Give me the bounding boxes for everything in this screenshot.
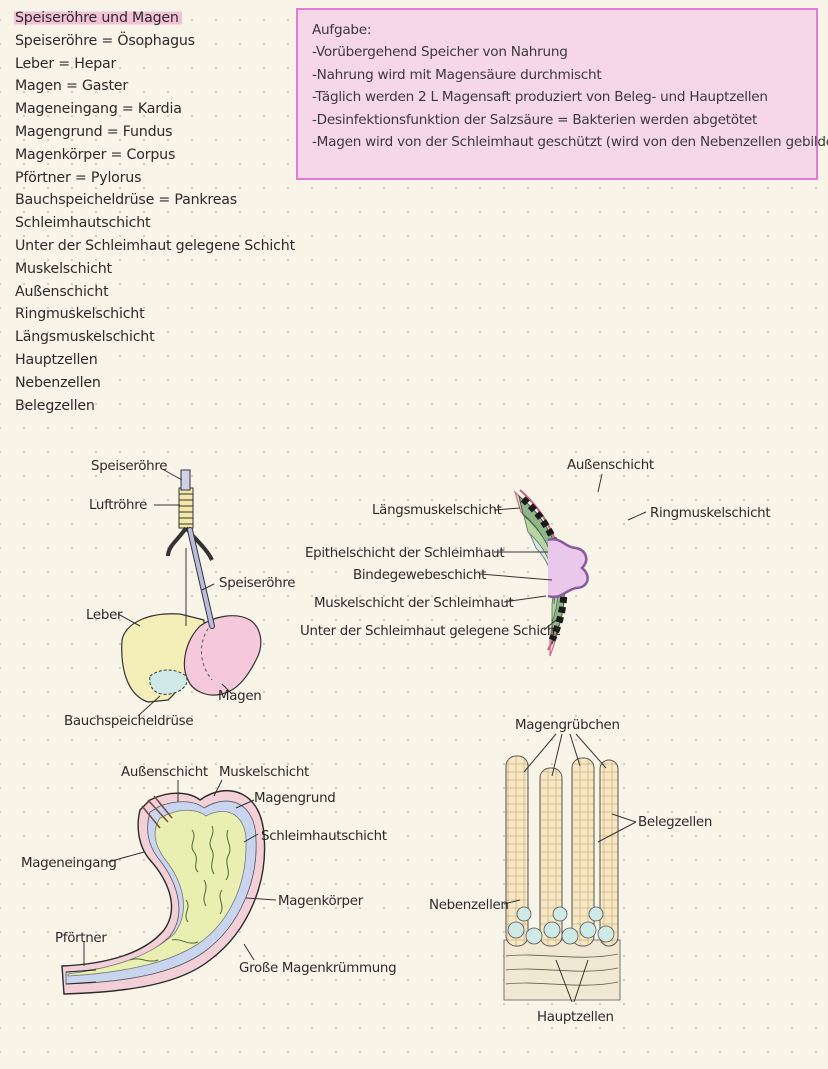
vocabulary-list: Speiseröhre und Magen Speiseröhre = Ösop…: [14, 7, 295, 417]
organs-label: Speiseröhre: [91, 459, 167, 474]
wall-label: Ringmuskelschicht: [650, 506, 770, 521]
vocab-item: Nebenzellen: [15, 374, 101, 391]
vocab-heading: Speiseröhre und Magen: [14, 7, 295, 30]
leader-lines: [479, 473, 647, 631]
gland-column: [599, 759, 619, 947]
task-point: -Vorübergehend Speicher von Nahrung: [312, 44, 568, 61]
cells-label: Magengrübchen: [515, 718, 620, 733]
stomach-shape: [183, 615, 262, 696]
pancreas-shape: [149, 669, 188, 695]
vocab-item: Bauchspeicheldrüse = Pankreas: [15, 192, 237, 209]
vocab-item: Muskelschicht: [15, 260, 112, 277]
esophagus-top: [180, 469, 191, 491]
wall-label: Bindegewebeschicht: [353, 568, 486, 583]
wall-diagram: Außenschicht Längsmuskelschicht Ringmusk…: [300, 458, 771, 657]
wall-epithelium: [547, 537, 589, 599]
vocab-item: Belegzellen: [15, 397, 95, 414]
wall-label: Außenschicht: [567, 458, 654, 473]
cells-label: Nebenzellen: [429, 898, 509, 913]
chief-cells: [507, 906, 615, 945]
task-box: Aufgabe: -Vorübergehend Speicher von Nah…: [296, 8, 828, 180]
vocab-item: Unter der Schleimhaut gelegene Schicht: [15, 237, 295, 254]
task-point: -Täglich werden 2 L Magensaft produziert…: [312, 89, 768, 106]
vocab-item: Außenschicht: [15, 283, 109, 300]
organs-label: Speiseröhre: [219, 576, 295, 591]
cells-diagram: Magengrübchen Belegzellen Nebenzellen Ha…: [429, 718, 712, 1025]
wall-label: Unter der Schleimhaut gelegene Schicht: [300, 624, 560, 639]
vocab-item: Pförtner = Pylorus: [15, 169, 142, 186]
gland-column: [571, 757, 595, 947]
esophagus-tube-fill: [188, 528, 214, 628]
vocab-item: Ringmuskelschicht: [15, 306, 145, 323]
vocab-item: Speiseröhre = Ösophagus: [15, 32, 195, 49]
stomach-folds: [129, 825, 231, 962]
organs-label: Bauchspeicheldrüse: [64, 714, 193, 729]
stomach-label: Magengrund: [254, 791, 335, 806]
stomach-diagram: Außenschicht Muskelschicht Magengrund Sc…: [21, 765, 397, 995]
stomach-label: Außenschicht: [121, 765, 208, 780]
task-point: -Magen wird von der Schleimhaut geschütz…: [312, 134, 828, 151]
cardia-stripes: [141, 795, 173, 829]
task-point: -Nahrung wird mit Magensäure durchmischt: [312, 66, 602, 83]
task-title: Aufgabe:: [312, 22, 372, 38]
vocab-item: Magen = Gaster: [15, 78, 128, 95]
vocab-item: Magenkörper = Corpus: [15, 146, 176, 163]
stomach-label: Schleimhautschicht: [261, 829, 387, 844]
cells-label: Hauptzellen: [537, 1010, 614, 1025]
stomach-label: Große Magenkrümmung: [239, 961, 396, 976]
pylorus-duct: [65, 969, 97, 985]
gland-column: [505, 755, 529, 947]
liver-outline-dashed: [200, 623, 213, 681]
organs-label: Leber: [86, 608, 123, 623]
vocab-item: Mageneingang = Kardia: [15, 101, 182, 118]
stomach-mucosa: [67, 809, 247, 977]
trachea-rings: [179, 493, 193, 525]
vocab-item: Längsmuskelschicht: [15, 329, 155, 346]
wall-label: Epithelschicht der Schleimhaut: [305, 546, 504, 561]
stomach-label: Pförtner: [55, 931, 107, 946]
stomach-label: Magenkörper: [278, 894, 364, 909]
leader-lines: [83, 779, 277, 966]
organs-diagram: Speiseröhre Luftröhre Speiseröhre Leber …: [64, 459, 296, 729]
leader-lines: [503, 733, 637, 1003]
vocab-item: Hauptzellen: [15, 351, 98, 368]
organs-label: Magen: [218, 689, 261, 704]
vocab-item: Magengrund = Fundus: [15, 123, 173, 140]
wall-dark-dashes: [520, 496, 568, 642]
vocab-item: Leber = Hepar: [15, 55, 117, 72]
stomach-label: Muskelschicht: [219, 765, 309, 780]
cells-label: Belegzellen: [638, 815, 712, 830]
wall-label: Muskelschicht der Schleimhaut: [314, 596, 514, 611]
gland-column: [539, 767, 563, 947]
vocab-item: Schleimhautschicht: [15, 215, 151, 232]
leader-lines: [117, 469, 233, 717]
task-point: -Desinfektionsfunktion der Salzsäure = B…: [312, 111, 758, 128]
organs-label: Luftröhre: [89, 498, 147, 513]
wall-label: Längsmuskelschicht: [372, 503, 502, 518]
stomach-label: Mageneingang: [21, 856, 117, 871]
